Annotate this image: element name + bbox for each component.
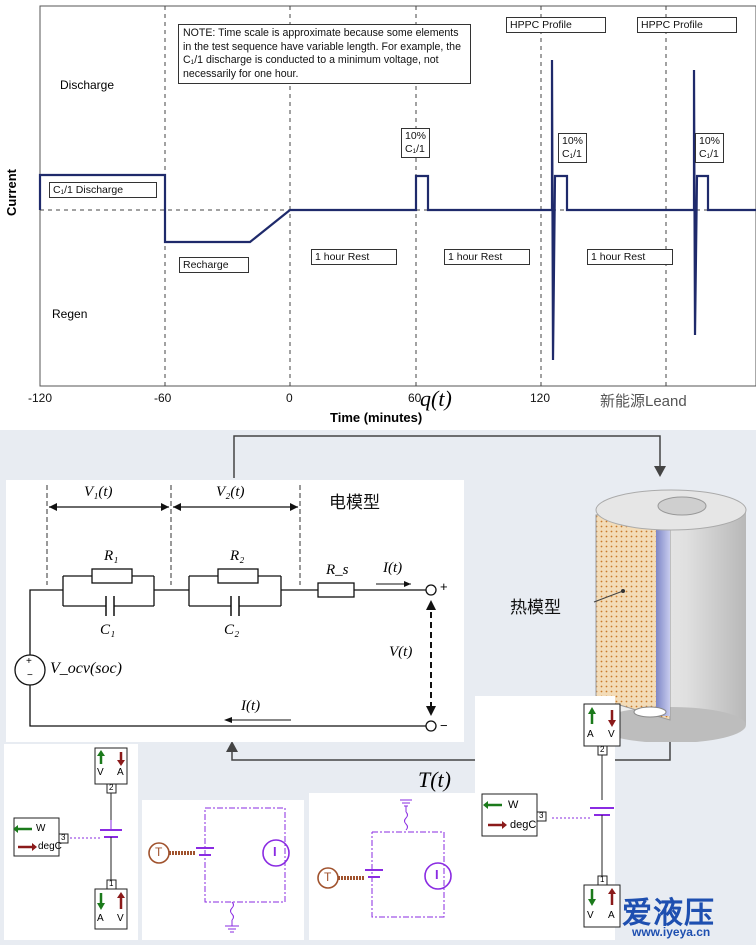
minus-label: − xyxy=(440,718,448,733)
chart-lines xyxy=(38,5,756,387)
plus-label: + xyxy=(440,579,448,594)
p4-degc: degC xyxy=(510,819,537,831)
x-tick-neg60: -60 xyxy=(154,391,172,405)
p3-t: T xyxy=(324,870,332,884)
t-label: T(t) xyxy=(418,767,451,792)
v1-label: V₁(t) xyxy=(84,484,113,500)
v2-label: V₂(t) xyxy=(216,484,245,500)
p4-pin3: 3 xyxy=(539,811,544,820)
p4-w: W xyxy=(508,799,519,811)
label-pulse-1: 10% C₁/1 xyxy=(401,128,431,158)
y-axis-title: Current xyxy=(3,169,19,216)
p1-pin2: 2 xyxy=(109,783,114,792)
model-title: 电模型 xyxy=(329,493,380,512)
watermark: 新能源Leand xyxy=(600,393,687,410)
t-arrowhead xyxy=(226,741,238,752)
battery-block-1 xyxy=(13,747,128,930)
circuit xyxy=(14,485,437,732)
brand-url: www.iyeya.cn xyxy=(632,925,711,939)
electrical-model: V₁(t) V₂(t) 电模型 R₁ R₂ R_s C₁ C₂ I(t) + V… xyxy=(6,480,464,742)
label-rest-2: 1 hour Rest xyxy=(444,249,530,265)
label-rest-3: 1 hour Rest xyxy=(587,249,673,265)
source-label: V_ocv(soc) xyxy=(50,660,122,677)
p1-top-v: V xyxy=(97,767,104,778)
x-axis-title: Time (minutes) xyxy=(330,410,423,425)
q-label: q(t) xyxy=(420,386,452,411)
current-profile xyxy=(38,59,756,361)
label-pulse-3: 10% C₁/1 xyxy=(695,133,725,163)
label-recharge: Recharge xyxy=(179,257,249,273)
p4-top-v: V xyxy=(608,729,615,740)
note-box: NOTE: Time scale is approximate because … xyxy=(178,24,471,84)
label-hppc-2: HPPC Profile xyxy=(637,17,737,33)
thermal-model: 热模型 xyxy=(470,480,756,742)
region-regen: Regen xyxy=(52,307,88,321)
x-tick-120: 120 xyxy=(530,391,551,405)
thermal-title: 热模型 xyxy=(510,598,561,617)
p1-pin1: 1 xyxy=(109,879,114,888)
brand-logo: 爱液压 xyxy=(622,897,715,930)
p2-i: I xyxy=(273,844,277,859)
c2-label: C₂ xyxy=(224,622,240,638)
p1-degc: degC xyxy=(38,841,62,852)
source-plus: + xyxy=(26,656,32,667)
p2-t: T xyxy=(155,845,163,859)
p1-w: W xyxy=(36,823,46,834)
p4-pin2: 2 xyxy=(600,745,605,754)
x-tick-neg120: -120 xyxy=(28,391,53,405)
source-minus: − xyxy=(27,670,33,681)
thermal-schematic-2 xyxy=(317,799,452,918)
p4-pin1: 1 xyxy=(600,875,605,884)
x-tick-60: 60 xyxy=(408,391,422,405)
c1-label: C₁ xyxy=(100,622,116,638)
p4-bot-a: A xyxy=(608,910,615,921)
current-return-label: I(t) xyxy=(241,698,261,714)
r1-label: R₁ xyxy=(104,548,119,564)
region-discharge: Discharge xyxy=(60,78,115,92)
x-tick-0: 0 xyxy=(286,391,293,405)
label-c1-discharge: C₁/1 Discharge xyxy=(49,182,157,198)
r2-label: R₂ xyxy=(230,548,245,564)
q-arrowhead xyxy=(654,466,666,477)
q-arrow xyxy=(233,435,661,478)
voltage-label: V(t) xyxy=(389,644,413,660)
label-hppc-1: HPPC Profile xyxy=(506,17,606,33)
thermal-schematic-1 xyxy=(148,807,290,933)
top-chart: Current Discharge Regen NOTE: Time scale… xyxy=(0,0,756,430)
p1-top-a: A xyxy=(117,767,124,778)
rs-label: R_s xyxy=(326,562,349,578)
label-pulse-2: 10% C₁/1 xyxy=(558,133,588,163)
p4-top-a: A xyxy=(587,729,594,740)
label-rest-1: 1 hour Rest xyxy=(311,249,397,265)
p1-bot-v: V xyxy=(117,913,124,924)
current-label: I(t) xyxy=(383,560,403,576)
p4-bot-v: V xyxy=(587,910,594,921)
p1-pin3: 3 xyxy=(61,833,66,842)
cell-cutaway xyxy=(593,489,747,742)
p3-i: I xyxy=(435,867,439,882)
p1-bot-a: A xyxy=(97,913,104,924)
